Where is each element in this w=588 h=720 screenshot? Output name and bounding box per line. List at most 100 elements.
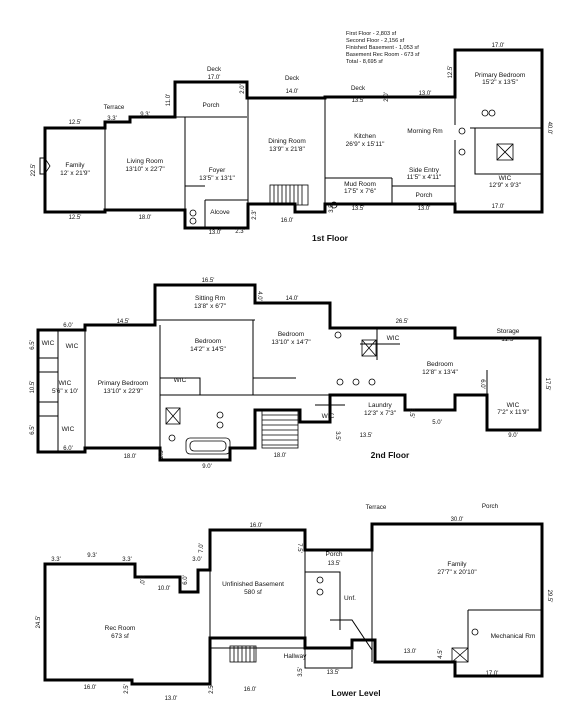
- toilet-icon: [189, 109, 496, 225]
- total-finished-basement: Finished Basement - 1,053 sf: [346, 45, 419, 51]
- room-wic-4: WIC: [62, 426, 75, 433]
- room-kitchen-size: 26'9" x 15'11": [346, 141, 385, 148]
- room-family: Family: [65, 162, 85, 169]
- shower-icon: [451, 647, 469, 663]
- room-morning: Morning Rm: [407, 128, 442, 135]
- room-wic-6: WIC: [387, 335, 400, 342]
- room-mud-size: 17'5" x 7'6": [344, 188, 377, 195]
- dimension: 13.5': [328, 561, 341, 567]
- second-floor-outline: [36, 283, 542, 462]
- dimension: 13.0': [165, 696, 178, 702]
- dimension: 13.0': [418, 206, 431, 212]
- room-primary: Primary Bedroom: [475, 72, 526, 79]
- total-all: Total - 8,695 sf: [346, 59, 383, 65]
- room-porch: Porch: [326, 551, 343, 558]
- dimension: 7.0': [199, 543, 205, 553]
- dimension: 18.0': [139, 215, 152, 221]
- dimension: 30.0': [451, 517, 464, 523]
- dimension: 24.5': [36, 616, 42, 629]
- room-wic-1: WIC: [66, 343, 79, 350]
- dimension: 9.3': [87, 553, 97, 559]
- stairs-icon: [229, 645, 257, 663]
- dimension: 10.0': [158, 586, 171, 592]
- dimension: 6.5': [30, 425, 36, 435]
- room-storage: Storage: [497, 328, 520, 335]
- label-deck-3: Deck: [351, 85, 366, 92]
- dimension: 2.0': [384, 92, 390, 102]
- dimension: 5.5': [408, 408, 414, 418]
- dimension: 2.0': [240, 84, 246, 94]
- dimension: 16.0': [281, 218, 294, 224]
- dimension: 14.0': [286, 89, 299, 95]
- room-wic-6b: WIC: [322, 413, 335, 420]
- room-wic-7-size: 7'2" x 11'9": [497, 409, 529, 416]
- floor-title-2nd: 2nd Floor: [371, 450, 410, 460]
- dimension: 6.0': [63, 446, 73, 452]
- room-bedroom-3-size: 12'8" x 13'4": [422, 369, 458, 376]
- room-family-size: 27'7" x 20'10": [437, 569, 477, 576]
- total-first-floor: First Floor - 2,803 sf: [346, 31, 396, 37]
- dimension: 6.0': [183, 575, 189, 585]
- room-primary: Primary Bedroom: [98, 380, 149, 387]
- shower-icon: [496, 143, 514, 161]
- label-terrace: Terrace: [366, 504, 387, 511]
- dimension: 14.5': [117, 319, 130, 325]
- dimension: 17.0': [208, 75, 221, 81]
- dimension: 4.5': [438, 649, 444, 659]
- room-kitchen: Kitchen: [354, 133, 376, 140]
- dimension: 2.5': [124, 684, 130, 694]
- room-laundry-size: 12'3" x 7'3": [364, 410, 397, 417]
- room-porch: Porch: [203, 102, 220, 109]
- second-floor-plan: Sitting Rm 13'8" x 6'7" Bedroom 14'2" x …: [30, 278, 550, 470]
- room-sitting: Sitting Rm: [195, 295, 225, 302]
- label-terrace: Terrace: [104, 104, 125, 111]
- dimension: 2.3': [235, 229, 245, 235]
- dimension: 13.5': [352, 206, 365, 212]
- dimension: 3.5': [298, 667, 304, 677]
- dimension: 2.5': [209, 684, 215, 694]
- dimension: 14.0': [286, 296, 299, 302]
- dimension: 26.5': [396, 319, 409, 325]
- area-totals: First Floor - 2,803 sf Second Floor - 2,…: [346, 31, 420, 65]
- room-laundry: Laundry: [368, 402, 392, 409]
- room-primary-size: 15'2" x 13'5": [482, 79, 518, 86]
- room-dining: Dining Room: [268, 138, 306, 145]
- room-family-size: 12' x 21'9": [60, 170, 90, 177]
- dimension: 11.0': [166, 94, 172, 106]
- room-mechanical: Mechanical Rm: [491, 633, 536, 640]
- bathtub-icon: [185, 437, 231, 455]
- dimension: 13.0': [419, 91, 432, 97]
- dimension: 3.3': [107, 116, 117, 122]
- room-bedroom-2-size: 13'10" x 14'7": [271, 339, 311, 346]
- shower-icon: [165, 339, 377, 425]
- room-bedroom-2: Bedroom: [278, 331, 304, 338]
- dimension: 12.5': [69, 120, 82, 126]
- room-mud: Mud Room: [344, 181, 376, 188]
- room-unfinished-basement: Unfinished Basement: [222, 581, 284, 588]
- dimension: 4.0': [256, 291, 262, 301]
- dimension: 16.5': [202, 278, 215, 284]
- dimension: 17.5': [544, 378, 550, 391]
- room-sitting-size: 13'8" x 6'7": [194, 303, 227, 310]
- dimension: 3.3': [122, 557, 132, 563]
- label-deck-1: Deck: [207, 66, 222, 73]
- room-wic-size: 12'9" x 9'3": [489, 182, 522, 189]
- dimension: 9.0': [508, 433, 518, 439]
- dimension: 18.0': [274, 453, 287, 459]
- room-foyer-size: 13'5" x 13'1": [199, 175, 235, 182]
- floor-title-1st: 1st Floor: [312, 233, 349, 243]
- dimension: 7.5': [296, 543, 302, 553]
- room-hallway: Hallway: [284, 653, 308, 660]
- sink-icon: [168, 331, 376, 442]
- dimension: 13.5': [327, 670, 340, 676]
- room-side-entry-size: 11'5" x 4'11": [407, 174, 442, 181]
- room-family: Family: [447, 561, 467, 568]
- room-unfinished-basement-size: 580 sf: [244, 589, 262, 596]
- floor-title-lower: Lower Level: [331, 688, 380, 698]
- dimension: 16.0': [84, 685, 97, 691]
- dimension: 18.0': [124, 454, 137, 460]
- dimension: 6.5': [30, 340, 36, 350]
- room-storage-size: 11.5': [501, 336, 514, 343]
- room-wic-5: WIC: [174, 377, 187, 384]
